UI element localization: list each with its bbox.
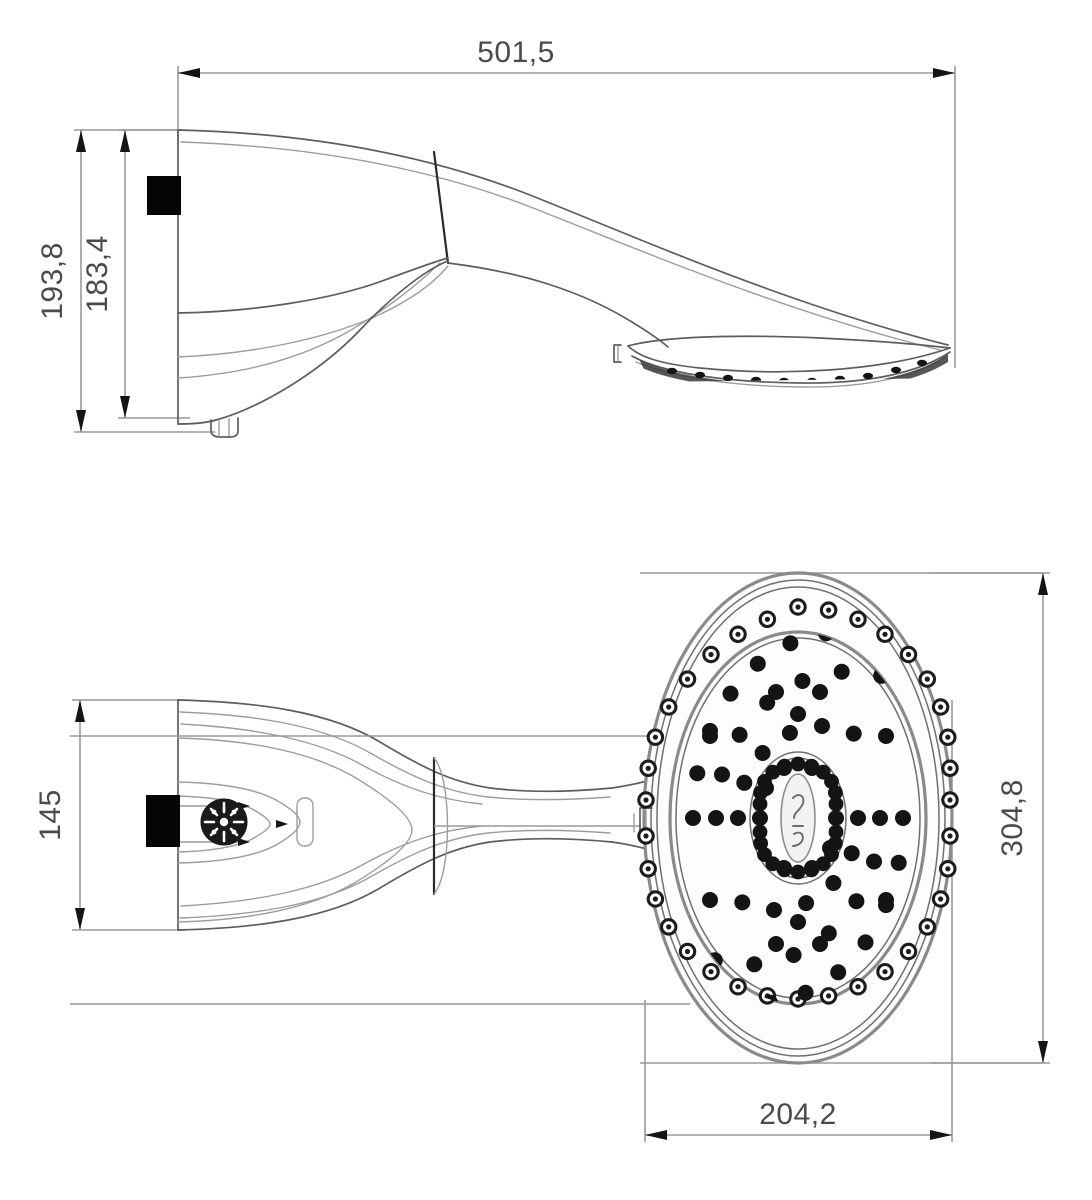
ring-nozzle xyxy=(659,698,678,716)
ring-nozzle xyxy=(918,670,937,688)
ring-nozzle xyxy=(637,827,655,845)
ring-nozzle xyxy=(639,759,657,778)
ring-nozzle xyxy=(678,942,697,961)
ring-nozzle xyxy=(758,610,777,629)
ring-nozzle xyxy=(729,977,747,996)
dimension-overall-height-label: 193,8 xyxy=(36,242,69,320)
center-assembly xyxy=(749,751,847,885)
dimension-body-height: 183,4 xyxy=(81,129,190,419)
head-outer-rim xyxy=(642,571,954,1065)
dimension-overall-length: 501,5 xyxy=(177,36,956,368)
handle-side-slot xyxy=(296,797,314,847)
dimension-head-height-label: 304,8 xyxy=(996,779,1029,857)
ring-nozzle xyxy=(639,860,657,878)
ring-nozzle xyxy=(899,645,918,664)
ring-nozzle xyxy=(702,645,720,664)
ring-nozzle xyxy=(876,625,894,644)
dimension-head-width: 204,2 xyxy=(644,700,953,1142)
center-ring-nozzles xyxy=(752,756,844,880)
plan-face-view: 145 304,8 204,2 xyxy=(34,571,1050,1142)
ring-nozzle xyxy=(646,728,665,746)
ring-nozzle xyxy=(819,601,838,619)
dimension-overall-height: 193,8 xyxy=(36,129,215,433)
dimension-handle-width-label: 145 xyxy=(34,789,67,841)
ring-nozzle xyxy=(849,977,867,996)
ring-nozzle xyxy=(659,918,678,936)
ring-nozzle xyxy=(931,698,950,716)
ring-nozzle xyxy=(918,918,937,936)
shower-handle-plan xyxy=(146,699,613,931)
ring-nozzle xyxy=(899,942,918,961)
center-logo-mark xyxy=(792,794,805,847)
shower-head-face xyxy=(70,571,1043,1065)
ring-nozzle xyxy=(789,598,807,616)
inlet-connector-block-plan xyxy=(146,795,180,847)
ring-nozzle xyxy=(637,791,655,809)
ring-nozzle xyxy=(941,791,959,809)
dimension-body-height-label: 183,4 xyxy=(81,235,114,313)
dimension-handle-width: 145 xyxy=(34,699,186,931)
ring-nozzle xyxy=(876,962,894,981)
shower-handle-side xyxy=(147,129,949,438)
dimension-head-width-label: 204,2 xyxy=(759,1098,837,1131)
dimension-overall-length-label: 501,5 xyxy=(477,36,555,69)
outer-ring-nozzles xyxy=(637,598,959,1008)
ring-nozzle xyxy=(819,987,838,1005)
ring-nozzle xyxy=(729,625,747,644)
ring-nozzle xyxy=(939,860,957,878)
ring-nozzle xyxy=(702,962,720,981)
ring-nozzle xyxy=(646,890,665,908)
ring-nozzle xyxy=(678,670,697,688)
side-elevation-view: 501,5 193,8 183,4 xyxy=(36,36,956,438)
ring-nozzle xyxy=(939,728,957,746)
shower-neck-plan xyxy=(432,756,669,896)
ring-nozzle xyxy=(941,759,959,778)
ring-nozzle xyxy=(941,827,959,845)
inlet-strainer-filter xyxy=(200,798,248,846)
ring-nozzle xyxy=(849,610,867,629)
center-logo-oval xyxy=(780,773,816,863)
inlet-connector-block xyxy=(147,176,181,215)
ring-nozzle xyxy=(931,890,950,908)
